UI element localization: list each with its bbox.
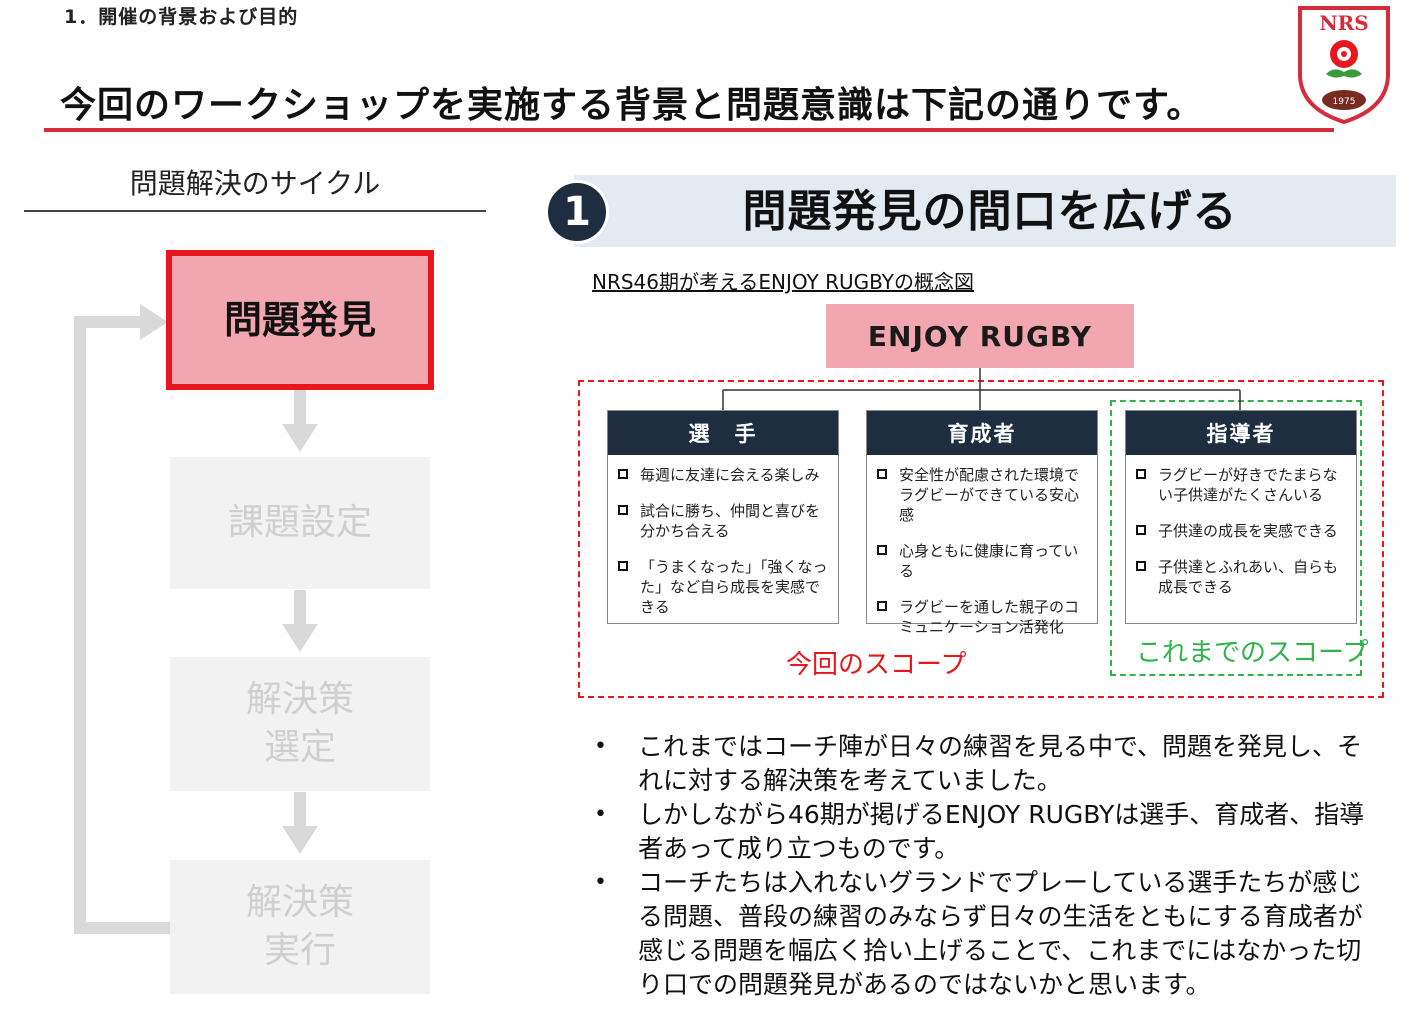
list-item: ラグビーを通した親子のコミュニケーション活発化	[875, 597, 1091, 637]
cycle-step-problem-discovery: 問題発見	[166, 250, 434, 390]
checkbox-icon	[1136, 561, 1146, 571]
list-item: 試合に勝ち、仲間と喜びを分かち合える	[616, 501, 832, 541]
current-scope-frame	[578, 380, 1384, 698]
stakeholder-card-guardians: 育成者 安全性が配慮された環境でラグビーができている安心感 心身ともに健康に育っ…	[866, 410, 1098, 636]
title-underline	[44, 128, 1334, 132]
list-item: 毎週に友達に会える楽しみ	[616, 465, 832, 485]
list-item: 心身ともに健康に育っている	[875, 541, 1091, 581]
cycle-step-solution-selection: 解決策 選定	[170, 657, 430, 791]
banner-background	[574, 175, 1396, 247]
checkbox-icon	[618, 505, 628, 515]
background-bullets: これまではコーチ陣が日々の練習を見る中で、問題を発見し、それに対する解決策を考え…	[590, 730, 1380, 1002]
concept-caption: NRS46期が考えるENJOY RUGBYの概念図	[592, 270, 974, 294]
list-item: 「うまくなった」「強くなった」など自ら成長を実感できる	[616, 557, 832, 617]
checkbox-icon	[1136, 525, 1146, 535]
page-title: 今回のワークショップを実施する背景と問題意識は下記の通りです。	[60, 85, 1204, 126]
logo-text: NRS	[1319, 11, 1368, 35]
previous-scope-label: これまでのスコープ	[1136, 638, 1369, 668]
cycle-step-issue-setting: 課題設定	[170, 457, 430, 589]
cycle-divider	[24, 210, 486, 212]
card-title: 選 手	[608, 411, 838, 455]
list-item: 子供達の成長を実感できる	[1134, 521, 1350, 541]
cycle-heading: 問題解決のサイクル	[129, 167, 381, 200]
nrs-logo: NRS 1975	[1298, 6, 1390, 124]
stakeholder-card-players: 選 手 毎週に友達に会える楽しみ 試合に勝ち、仲間と喜びを分かち合える 「うまく…	[607, 410, 839, 624]
checkbox-icon	[1136, 469, 1146, 479]
list-item: 子供達とふれあい、自らも成長できる	[1134, 557, 1350, 597]
bullet-item: これまではコーチ陣が日々の練習を見る中で、問題を発見し、それに対する解決策を考え…	[590, 730, 1380, 798]
banner-title: 問題発見の間口を広げる	[742, 186, 1238, 237]
list-item: 安全性が配慮された環境でラグビーができている安心感	[875, 465, 1091, 525]
cycle-step-solution-execution: 解決策 実行	[170, 860, 430, 994]
checkbox-icon	[877, 545, 887, 555]
enjoy-rugby-root: ENJOY RUGBY	[826, 304, 1134, 368]
current-scope-label: 今回のスコープ	[786, 650, 967, 680]
checkbox-icon	[877, 601, 887, 611]
banner-number-badge: 1	[545, 180, 609, 244]
stakeholder-card-coaches: 指導者 ラグビーが好きでたまらない子供達がたくさんいる 子供達の成長を実感できる…	[1125, 410, 1357, 624]
checkbox-icon	[618, 561, 628, 571]
bullet-item: しかしながら46期が掲げるENJOY RUGBYは選手、育成者、指導者あって成り…	[590, 798, 1380, 866]
checkbox-icon	[877, 469, 887, 479]
bullet-item: コーチたちは入れないグランドでプレーしている選手たちが感じる問題、普段の練習のみ…	[590, 866, 1380, 1002]
concept-connectors	[722, 368, 1241, 410]
logo-year: 1975	[1333, 97, 1356, 107]
card-title: 指導者	[1126, 411, 1356, 455]
cycle-loop-arrow	[74, 304, 318, 934]
card-title: 育成者	[867, 411, 1097, 455]
checkbox-icon	[618, 469, 628, 479]
previous-scope-frame	[1110, 400, 1362, 676]
section-label: 1．開催の背景および目的	[64, 6, 299, 28]
list-item: ラグビーが好きでたまらない子供達がたくさんいる	[1134, 465, 1350, 505]
